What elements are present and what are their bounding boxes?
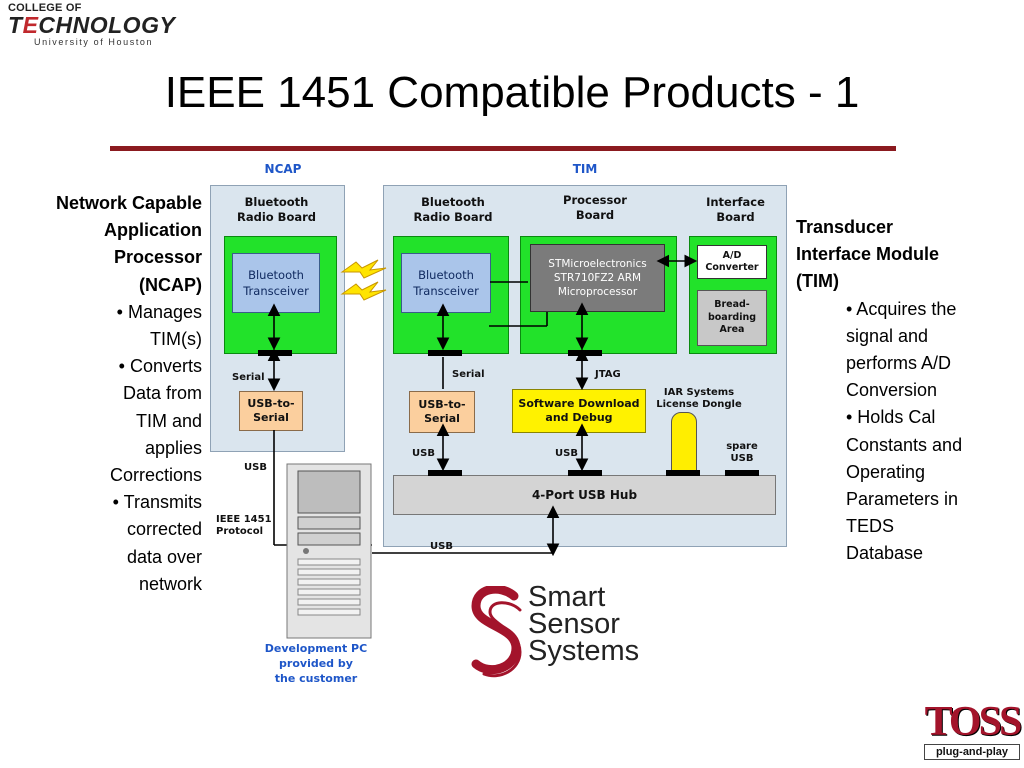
smart-sensor-systems-logo: Smart Sensor Systems <box>528 581 640 667</box>
ncap-note-line: Corrections <box>109 465 202 486</box>
tim-usb-plug <box>428 470 462 476</box>
processor-usb-plug <box>568 470 602 476</box>
jtag-label: JTAG <box>595 369 621 380</box>
processor-usb-label: USB <box>555 448 578 459</box>
logo-line-2: TECHNOLOGY <box>8 12 176 38</box>
ncap-heading-2: Application <box>104 220 202 241</box>
tim-note-line: performs A/D <box>846 353 952 374</box>
tim-heading-3: (TIM) <box>796 271 839 292</box>
ncap-serial-plug <box>258 350 292 356</box>
tim-note-line: TEDS <box>846 516 895 537</box>
tim-note-line: • Holds Cal <box>846 407 936 428</box>
ad-converter: A/D Converter <box>697 245 767 279</box>
ncap-note-line: • Transmits <box>112 492 202 513</box>
toss-tagline: plug-and-play <box>924 744 1020 760</box>
ncap-heading-4: (NCAP) <box>139 274 202 295</box>
interface-board-heading: Interface Board <box>706 195 765 224</box>
tim-note-line: Database <box>846 543 924 564</box>
sss-word-3: Systems <box>528 635 640 667</box>
ncap-usb-label: USB <box>244 462 267 473</box>
title-divider <box>110 146 896 151</box>
tim-serial-label: Serial <box>452 369 485 380</box>
ncap-note-line: data over <box>126 546 202 567</box>
development-pc-caption: Development PC provided by the customer <box>264 642 368 685</box>
ncap-heading-1: Network Capable <box>55 193 202 213</box>
ncap-notes: Network Capable Application Processor (N… <box>4 190 202 598</box>
toss-logo: TOSS plug-and-play <box>924 699 1023 764</box>
sss-word-1: Smart <box>528 581 606 613</box>
tim-note-line: signal and <box>846 325 929 346</box>
slide-title: IEEE 1451 Compatible Products - 1 <box>164 68 860 117</box>
ncap-note-line: network <box>138 573 202 594</box>
logo-line-1: COLLEGE OF <box>8 2 82 14</box>
ncap-note-line: applies <box>144 437 202 458</box>
tim-note-line: Constants and <box>846 434 963 455</box>
toss-mark: TOSS <box>924 699 1023 745</box>
pc-usb-label: USB <box>430 541 453 552</box>
tim-note-line: • Acquires the <box>846 298 957 319</box>
spare-usb-label: spare USB <box>726 441 758 464</box>
software-download-debug: Software Download and Debug <box>512 389 646 433</box>
breadboarding-area: Bread- boarding Area <box>697 290 767 346</box>
wireless-link-icon <box>340 259 387 301</box>
ncap-radio-board-heading: Bluetooth Radio Board <box>236 195 317 224</box>
ncap-serial-label: Serial <box>232 372 265 383</box>
ncap-note-line: • Converts <box>118 356 202 377</box>
sss-word-2: Sensor <box>528 608 620 640</box>
dongle-usb-plug <box>666 470 700 476</box>
tim-note-line: Parameters in <box>846 489 959 510</box>
smart-sensor-systems-logo-mark <box>471 586 522 678</box>
usb-hub: 4-Port USB Hub <box>393 475 776 515</box>
ncap-note-line: TIM(s) <box>150 329 202 350</box>
tim-heading-2: Interface Module <box>796 244 940 265</box>
ncap-bluetooth-transceiver: Bluetooth Transceiver <box>232 253 320 313</box>
ncap-note-line: TIM and <box>135 410 202 431</box>
college-logo: COLLEGE OF TECHNOLOGY University of Hous… <box>8 2 175 48</box>
jtag-plug <box>568 350 602 356</box>
logo-line-3: University of Houston <box>34 37 154 47</box>
tim-bluetooth-transceiver: Bluetooth Transceiver <box>401 253 491 313</box>
ncap-note-line: • Manages <box>116 301 202 322</box>
tim-serial-plug <box>428 350 462 356</box>
tim-notes: Transducer Interface Module (TIM) • Acqu… <box>796 214 1016 568</box>
ncap-note-line: corrected <box>126 519 202 540</box>
tim-note-line: Conversion <box>846 380 938 401</box>
ncap-note-line: Data from <box>122 383 202 404</box>
tim-section-label: TIM <box>572 162 598 176</box>
spare-usb-plug <box>725 470 759 476</box>
processor-board-heading: Processor Board <box>563 193 627 222</box>
development-pc-icon <box>286 463 372 639</box>
ncap-section-label: NCAP <box>264 162 302 176</box>
tim-heading-1: Transducer <box>796 217 894 237</box>
license-dongle <box>671 412 697 472</box>
tim-note-line: Operating <box>846 461 926 482</box>
ieee-protocol-label: IEEE 1451 Protocol <box>216 514 272 537</box>
tim-usb-label: USB <box>412 448 435 459</box>
tim-radio-board-heading: Bluetooth Radio Board <box>413 195 493 224</box>
ncap-usb-to-serial: USB-to- Serial <box>239 391 303 431</box>
ncap-heading-3: Processor <box>113 247 202 268</box>
iar-dongle-label: IAR Systems License Dongle <box>656 387 742 410</box>
str710-microprocessor: STMicroelectronics STR710FZ2 ARM Micropr… <box>530 244 665 312</box>
